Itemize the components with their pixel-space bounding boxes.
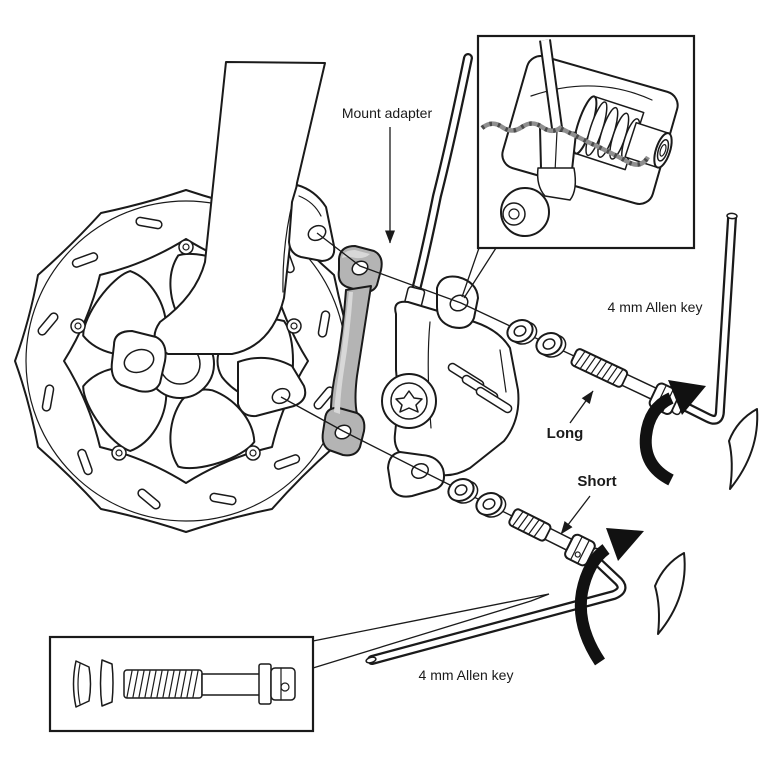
allen-key-lower-end [365, 656, 377, 664]
label-allen-key-bottom: 4 mm Allen key [419, 667, 514, 683]
inset-ball-inner [502, 202, 526, 226]
inset-ball-core [508, 208, 520, 220]
inset-nut-facet [554, 130, 558, 173]
kit-washer-b [99, 659, 114, 707]
mount-adapter-highlight [334, 250, 370, 414]
inset-hose-detail [476, 34, 696, 250]
allen-key-upper [679, 212, 738, 425]
fork-mount-tab-upper [288, 184, 336, 262]
inset-nut-collar [536, 167, 577, 201]
leader-long [569, 390, 594, 424]
rotation-swoosh-lower [654, 552, 686, 635]
dropout-axle-face [123, 348, 155, 374]
washer [475, 492, 507, 518]
allen-key-upper-end [726, 212, 738, 220]
inset-backplate-contour [530, 85, 653, 101]
inset-safety-wire [480, 121, 650, 167]
inset-hose-callout-lines [461, 247, 497, 299]
kit-washer-a [72, 660, 92, 708]
brake-caliper [381, 275, 520, 498]
kit-washer-a-contour [77, 663, 81, 705]
label-short: Short [577, 473, 616, 490]
caliper-ear-upper-hole [449, 294, 469, 312]
label-long: Long [547, 425, 584, 442]
rotation-arrow-upper [639, 380, 706, 486]
rotation-arrow-lower [574, 528, 644, 666]
fork-tab-upper-contour [298, 195, 322, 217]
washer [447, 478, 479, 504]
washer [535, 332, 567, 358]
allen-key-lower [365, 557, 627, 665]
annotations: Mount adapter 4 mm Allen key Long Short … [342, 105, 703, 683]
inset-hose-tube [539, 39, 563, 129]
piston-torx [395, 390, 423, 413]
inset-bolt-kit [48, 635, 315, 733]
label-mount-adapter: Mount adapter [342, 105, 433, 121]
kit-bolt [123, 663, 296, 705]
leader-short [560, 495, 591, 535]
rotor-rivets [70, 239, 302, 461]
caliper-pad-fins [447, 362, 513, 414]
rotation-swoosh-upper [728, 408, 759, 490]
label-allen-key-top: 4 mm Allen key [608, 299, 703, 315]
inset-bolt-callout-lines [312, 593, 550, 669]
adapter-hole-upper [351, 260, 369, 276]
fork [110, 61, 336, 418]
fixing-bolt-short [508, 508, 601, 567]
washer [506, 319, 538, 345]
